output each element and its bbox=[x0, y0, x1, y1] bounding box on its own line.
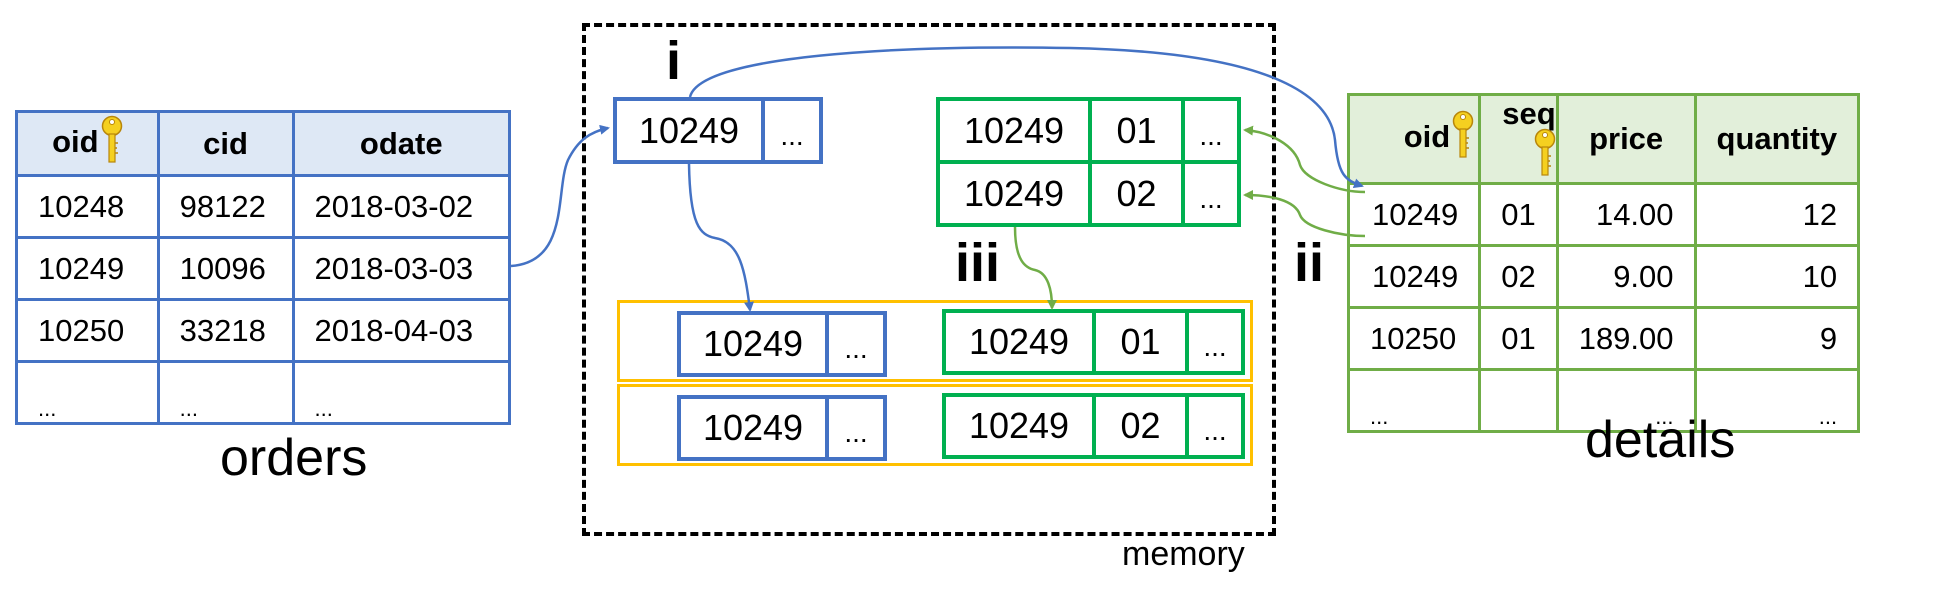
cell-price: 9.00 bbox=[1555, 244, 1697, 309]
tuple-oid: 10249 bbox=[638, 109, 740, 151]
tuple-oid: 10249 bbox=[702, 323, 804, 364]
cell-cid: 10096 bbox=[156, 236, 295, 301]
cell-oid: 10250 bbox=[15, 298, 160, 363]
table-row: 10249 01 14.00 12 bbox=[1346, 182, 1861, 247]
step-label-ii: ii bbox=[1294, 233, 1325, 293]
tuple-rest: ... bbox=[825, 399, 883, 457]
memory-label: memory bbox=[1122, 535, 1245, 573]
orders-header-row: oid cid odate bbox=[15, 110, 511, 177]
cell-seq: 01 bbox=[1478, 182, 1559, 247]
joined-order-tuple: 10249 ... bbox=[677, 395, 887, 461]
cell-oid: 10250 bbox=[1346, 306, 1482, 371]
cell-odate: 2018-03-03 bbox=[291, 236, 511, 301]
table-row: 10250 01 189.00 9 bbox=[1346, 306, 1861, 371]
cell-oid: ... bbox=[15, 360, 160, 425]
cell-oid: 10249 bbox=[1346, 244, 1482, 309]
details-header-row: oid seq price quantity bbox=[1346, 93, 1861, 185]
cell-cid: ... bbox=[156, 360, 295, 425]
table-row: 10249 10096 2018-03-03 bbox=[15, 236, 511, 301]
tuple-oid: 10249 bbox=[968, 405, 1070, 446]
cell-quantity: 9 bbox=[1693, 306, 1861, 371]
primary-key-icon bbox=[1452, 110, 1474, 158]
primary-key-icon bbox=[1534, 128, 1555, 176]
table-row: 10250 33218 2018-04-03 bbox=[15, 298, 511, 363]
tuple-oid: 10249 bbox=[702, 407, 804, 448]
order-tuple: 10249 ... bbox=[613, 97, 823, 164]
step-label-iii: iii bbox=[955, 233, 1001, 293]
tuple-seq: 02 bbox=[1088, 164, 1181, 223]
table-row: 10249 02 9.00 10 bbox=[1346, 244, 1861, 309]
orders-table: oid cid odate 10248 98122 2018-03-02 102… bbox=[15, 110, 511, 425]
joined-detail-tuple: 10249 01 ... bbox=[942, 309, 1245, 375]
tuple-rest: ... bbox=[761, 101, 819, 160]
tuple-rest: ... bbox=[1185, 397, 1241, 455]
orders-col-odate: odate bbox=[291, 110, 511, 177]
cell-cid: 33218 bbox=[156, 298, 295, 363]
details-col-oid: oid bbox=[1346, 93, 1482, 185]
cell-oid: 10249 bbox=[1346, 182, 1482, 247]
tuple-rest: ... bbox=[1181, 101, 1237, 160]
cell-price: 189.00 bbox=[1555, 306, 1697, 371]
detail-tuple: 10249 02 ... bbox=[936, 160, 1241, 227]
cell-odate: 2018-04-03 bbox=[291, 298, 511, 363]
tuple-seq: 01 bbox=[1088, 101, 1181, 160]
joined-row bbox=[617, 384, 1253, 466]
details-col-price: price bbox=[1555, 93, 1697, 185]
memory-region bbox=[582, 23, 1276, 536]
cell-quantity: 12 bbox=[1693, 182, 1861, 247]
orders-col-cid: cid bbox=[156, 110, 295, 177]
joined-detail-tuple: 10249 02 ... bbox=[942, 393, 1245, 459]
cell-quantity: ... bbox=[1693, 368, 1861, 433]
tuple-seq: 02 bbox=[1092, 397, 1185, 455]
cell-seq bbox=[1478, 368, 1559, 433]
primary-key-icon bbox=[101, 115, 122, 163]
tuple-oid: 10249 bbox=[963, 172, 1065, 214]
table-row: ... ... ... bbox=[1346, 368, 1861, 433]
orders-col-oid: oid bbox=[15, 110, 160, 177]
details-table: oid seq price quantity 10249 01 14.00 12… bbox=[1346, 93, 1861, 433]
details-caption: details bbox=[1585, 411, 1736, 469]
tuple-rest: ... bbox=[825, 315, 883, 373]
cell-odate: ... bbox=[291, 360, 511, 425]
cell-price: 14.00 bbox=[1555, 182, 1697, 247]
tuple-seq: 01 bbox=[1092, 313, 1185, 371]
cell-odate: 2018-03-02 bbox=[291, 174, 511, 239]
cell-seq: 01 bbox=[1478, 306, 1559, 371]
tuple-oid: 10249 bbox=[968, 321, 1070, 362]
table-row: 10248 98122 2018-03-02 bbox=[15, 174, 511, 239]
cell-oid: ... bbox=[1346, 368, 1482, 433]
tuple-oid: 10249 bbox=[963, 109, 1065, 151]
orders-caption: orders bbox=[220, 429, 368, 487]
cell-oid: 10249 bbox=[15, 236, 160, 301]
cell-cid: 98122 bbox=[156, 174, 295, 239]
joined-row bbox=[617, 300, 1253, 382]
joined-order-tuple: 10249 ... bbox=[677, 311, 887, 377]
cell-seq: 02 bbox=[1478, 244, 1559, 309]
cell-quantity: 10 bbox=[1693, 244, 1861, 309]
details-col-seq: seq bbox=[1478, 93, 1559, 185]
cell-price: ... bbox=[1555, 368, 1697, 433]
detail-tuple: 10249 01 ... bbox=[936, 97, 1241, 164]
table-row: ... ... ... bbox=[15, 360, 511, 425]
step-label-i: i bbox=[666, 31, 682, 91]
details-col-quantity: quantity bbox=[1693, 93, 1861, 185]
tuple-rest: ... bbox=[1185, 313, 1241, 371]
cell-oid: 10248 bbox=[15, 174, 160, 239]
tuple-rest: ... bbox=[1181, 164, 1237, 223]
